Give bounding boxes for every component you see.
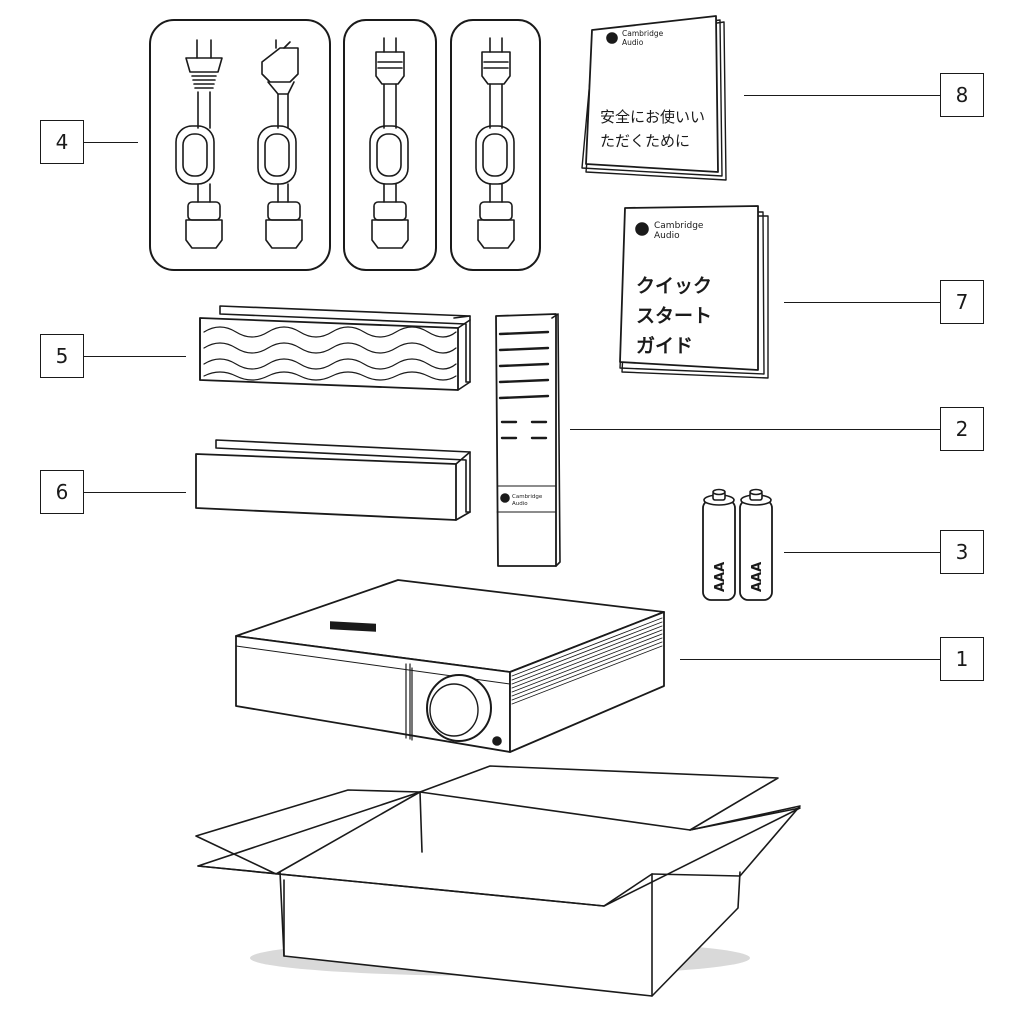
safety-manual xyxy=(581,15,727,181)
flat-feet-set xyxy=(195,439,471,521)
quick-start-guide xyxy=(619,205,769,379)
quickstart-title-line3: ガイド xyxy=(636,335,693,357)
power-cords-group xyxy=(149,19,541,271)
remote-brand-line2: Audio xyxy=(512,501,528,507)
cord-panel-us xyxy=(343,19,437,271)
open-shipping-box xyxy=(195,765,801,997)
remote-brand-line1: Cambridge xyxy=(512,494,543,500)
battery-label-2: AAA xyxy=(750,562,765,592)
leader-line-8 xyxy=(744,95,940,96)
leader-line-4 xyxy=(84,142,138,143)
manual-safety-brand-line1: Cambridge xyxy=(622,29,664,38)
callout-4: 4 xyxy=(40,120,84,164)
cord-panel-eu-uk xyxy=(149,19,331,271)
battery-label-1: AAA xyxy=(713,562,728,592)
leader-line-1 xyxy=(680,659,940,660)
cord-panel-jp xyxy=(450,19,541,271)
manual-safety-brand-line2: Audio xyxy=(622,38,644,47)
callout-3: 3 xyxy=(940,530,984,574)
jp-power-cord-icon xyxy=(475,37,515,249)
quickstart-brand-line2: Audio xyxy=(654,231,680,241)
manual-safety-title-line1: 安全にお使いい xyxy=(600,108,705,126)
leader-line-6 xyxy=(84,492,186,493)
leader-line-3 xyxy=(784,552,940,553)
manual-safety-title-line2: ただくために xyxy=(600,132,690,150)
brand-logo-icon-2 xyxy=(635,222,649,236)
callout-5: 5 xyxy=(40,334,84,378)
power-indicator-icon xyxy=(492,736,502,746)
eu-power-cord-icon xyxy=(175,39,223,249)
remote-control xyxy=(495,313,561,567)
uk-power-cord-icon xyxy=(257,39,303,249)
callout-6: 6 xyxy=(40,470,84,514)
callout-8: 8 xyxy=(940,73,984,117)
amplifier-unit xyxy=(235,579,665,753)
leader-line-7 xyxy=(784,302,940,303)
remote-brand-logo-icon xyxy=(500,493,510,503)
aaa-batteries xyxy=(702,488,773,601)
leader-line-5 xyxy=(84,356,186,357)
quickstart-title-line2: スタート xyxy=(636,305,712,327)
wavy-feet-set xyxy=(199,305,471,391)
callout-1: 1 xyxy=(940,637,984,681)
leader-line-2 xyxy=(570,429,940,430)
callout-2: 2 xyxy=(940,407,984,451)
callout-7: 7 xyxy=(940,280,984,324)
us-power-cord-icon xyxy=(369,37,409,249)
quickstart-brand-line1: Cambridge xyxy=(654,221,704,231)
quickstart-title-line1: クイック xyxy=(636,275,712,297)
brand-logo-icon xyxy=(606,32,618,44)
